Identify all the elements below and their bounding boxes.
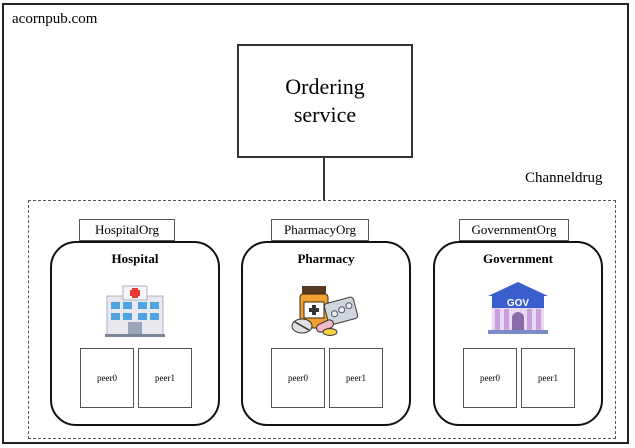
org-box-pharmacy: Pharmacy peer0 peer1 — [241, 241, 411, 426]
connector-line — [323, 158, 325, 200]
hospital-icon — [105, 285, 165, 337]
org-title-hospital: Hospital — [111, 251, 159, 266]
diagram-frame: acornpub.com Ordering service Channeldru… — [2, 3, 629, 444]
ordering-service-label: Ordering service — [285, 74, 365, 127]
pharmacy-icon — [291, 286, 359, 336]
channel-boundary: HospitalOrg Hospital peer0 peer1 Pharmac… — [28, 200, 616, 439]
ordering-service-box: Ordering service — [237, 44, 413, 158]
org-box-hospital: Hospital peer0 peer1 — [50, 241, 220, 426]
peer1-hospital: peer1 — [138, 348, 192, 408]
peer0-government: peer0 — [463, 348, 517, 408]
peer0-hospital: peer0 — [80, 348, 134, 408]
org-tag-hospital: HospitalOrg — [79, 219, 175, 241]
org-title-government: Government — [482, 251, 554, 266]
peer1-government: peer1 — [521, 348, 575, 408]
gov-sign-text: GOV — [507, 298, 530, 309]
peer1-pharmacy: peer1 — [329, 348, 383, 408]
org-tag-government: GovernmentOrg — [459, 219, 569, 241]
watermark: acornpub.com — [12, 11, 98, 27]
peer0-pharmacy: peer0 — [271, 348, 325, 408]
org-tag-pharmacy: PharmacyOrg — [271, 219, 369, 241]
org-box-government: Government GOV peer0 peer1 — [433, 241, 603, 426]
org-title-pharmacy: Pharmacy — [297, 251, 355, 266]
channel-label: Channeldrug — [525, 170, 603, 186]
government-icon: GOV — [488, 282, 548, 334]
